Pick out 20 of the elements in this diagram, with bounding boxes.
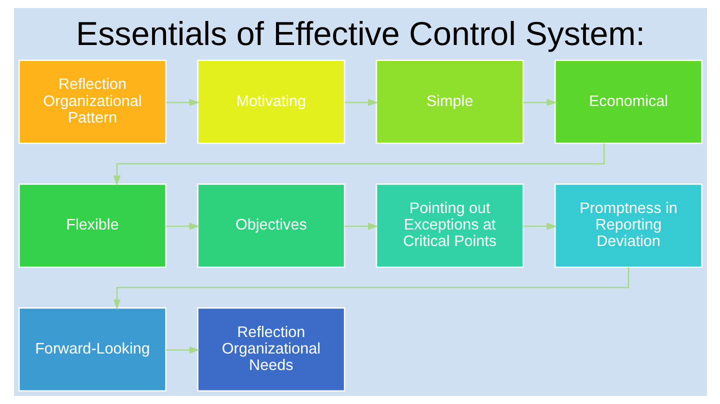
node-box: Reflection Organizational Pattern [18,60,166,144]
arrow [523,98,556,106]
node-box: Reflection Organizational Needs [196,307,345,392]
arrow [166,346,200,354]
node-box: Promptness in Reporting Deviation [554,184,702,268]
node-box: Economical [554,60,702,144]
arrow [166,98,200,106]
arrow [166,222,200,230]
node-box: Objectives [196,184,345,268]
arrow [344,222,378,230]
arrow [112,267,629,310]
node-box: Simple [375,60,524,144]
arrow [523,222,556,230]
node-box: Forward-Looking [18,307,166,392]
arrow [344,98,378,106]
node-box: Flexible [18,184,166,268]
node-box: Pointing out Exceptions at Critical Points [375,184,524,268]
node-box: Motivating [196,60,345,144]
arrow [112,143,604,186]
diagram-title: Essentials of Effective Control System: [75,16,645,53]
